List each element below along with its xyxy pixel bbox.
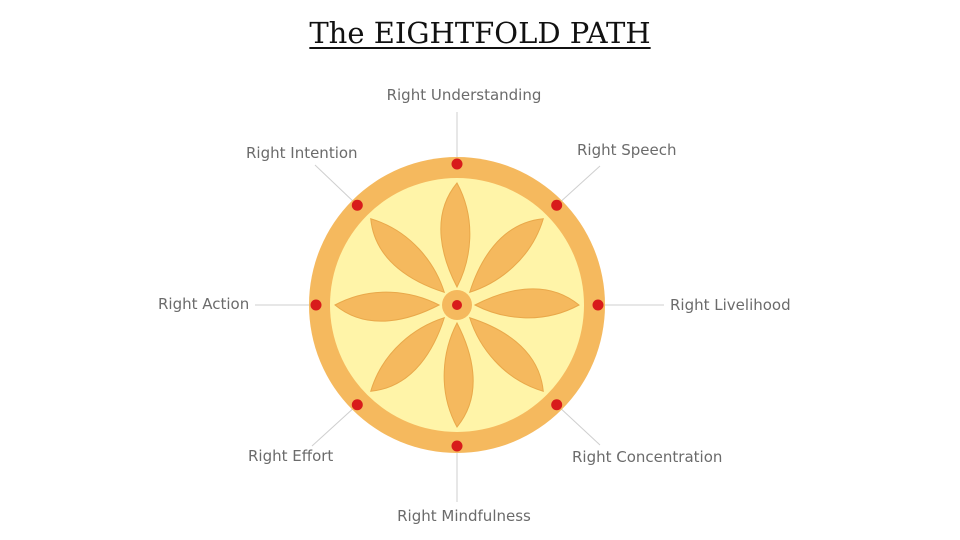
spoke-right-effort <box>311 404 358 447</box>
spoke-right-speech <box>556 165 601 206</box>
label-right-speech: Right Speech <box>577 141 677 159</box>
node-right-livelihood <box>592 299 604 311</box>
petal-right-concentration <box>468 316 544 392</box>
petal-right-effort <box>370 316 446 392</box>
spoke-right-intention <box>314 164 358 206</box>
petal-right-intention <box>370 218 446 294</box>
label-right-mindfulness: Right Mindfulness <box>397 507 531 525</box>
label-right-livelihood: Right Livelihood <box>670 296 791 314</box>
label-right-concentration: Right Concentration <box>572 448 722 466</box>
hub-node <box>452 300 462 310</box>
label-right-effort: Right Effort <box>248 447 333 465</box>
node-right-concentration <box>551 399 563 411</box>
petal-right-mindfulness <box>443 321 474 428</box>
slide-title: The EIGHTFOLD PATH <box>0 16 960 50</box>
petal-right-speech <box>468 218 544 294</box>
slide-title-text: The EIGHTFOLD PATH <box>309 16 651 50</box>
label-right-understanding: Right Understanding <box>387 86 542 104</box>
node-right-mindfulness <box>451 440 463 452</box>
node-right-understanding <box>451 158 463 170</box>
label-right-action: Right Action <box>158 295 249 313</box>
petal-right-understanding <box>440 182 471 289</box>
petal-right-action <box>334 291 441 322</box>
node-right-action <box>310 299 322 311</box>
rim-nodes <box>310 158 604 452</box>
label-right-intention: Right Intention <box>246 144 358 162</box>
spokes <box>255 112 664 502</box>
spoke-right-concentration <box>556 404 601 446</box>
petals <box>334 182 580 428</box>
node-right-effort <box>351 399 363 411</box>
node-right-speech <box>551 199 563 211</box>
node-right-intention <box>351 199 363 211</box>
petal-right-livelihood <box>473 288 580 319</box>
